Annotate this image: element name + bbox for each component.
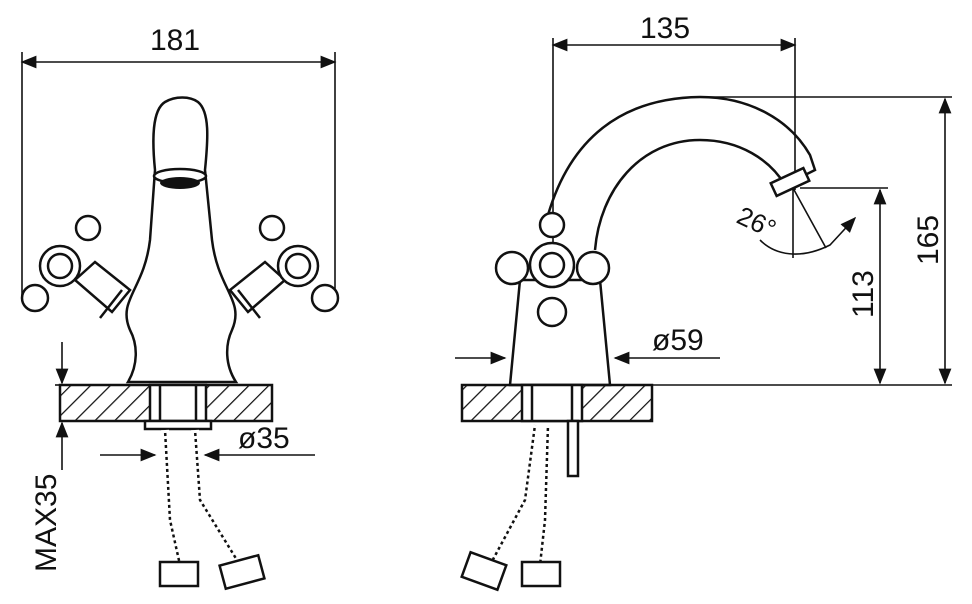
dim-max-thickness-label: MAX35 [30,474,63,572]
right-handle [228,214,340,319]
tap-body [125,96,239,384]
dim-width-label: 181 [150,24,200,57]
side-view: 135 ø59 26° [455,12,952,592]
dim-shank-diameter-label: ø35 [238,422,290,455]
spout [546,95,817,251]
hose-nut [158,560,200,588]
side-handle [494,211,611,328]
left-handle [20,214,132,319]
dim-angle-label: 26° [732,200,780,244]
front-view: 181 [20,24,340,591]
dim-spout-height-label: 113 [847,270,880,318]
dim-total-height-label: 165 [912,215,945,265]
dim-reach-label: 135 [640,12,690,45]
dim-base-diameter-label: ø59 [652,324,704,357]
hose-nut [218,553,266,591]
